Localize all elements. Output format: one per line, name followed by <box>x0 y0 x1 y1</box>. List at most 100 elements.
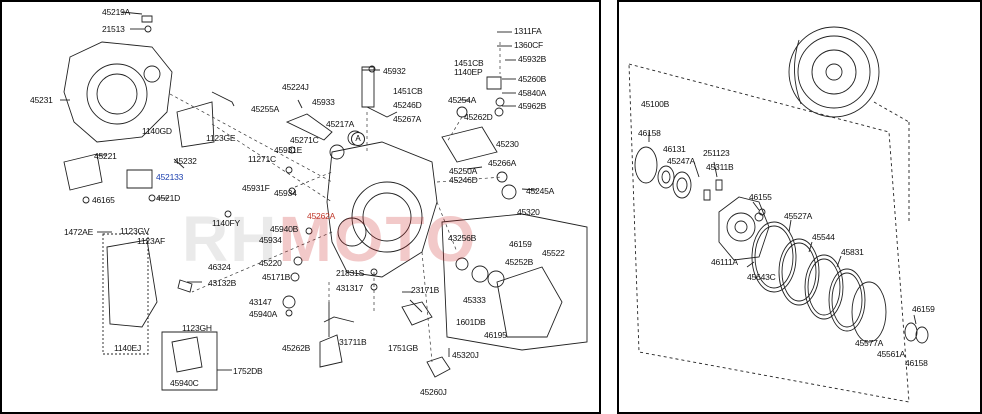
torque-converter-oil-pump-panel: 45100B 46158 46131 45247A 251123 45311B … <box>617 0 982 414</box>
label-46131: 46131 <box>663 144 686 154</box>
label-1123gv: 1123GV <box>120 226 150 236</box>
label-46159: 46159 <box>509 239 532 249</box>
label-46159-right: 46159 <box>912 304 935 314</box>
label-46111a: 46111A <box>711 257 738 267</box>
label-45230: 45230 <box>496 139 519 149</box>
label-23171b: 23171B <box>411 285 440 295</box>
label-11271c: 11271C <box>248 154 276 164</box>
label-46324: 46324 <box>208 262 231 272</box>
label-45933: 45933 <box>312 97 335 107</box>
label-45931e: 45931E <box>274 145 303 155</box>
label-31711b: 31711B <box>339 337 367 347</box>
label-45266a: 45266A <box>488 158 517 168</box>
label-45219a: 45219A <box>102 7 131 17</box>
pump-body-shape <box>718 196 770 261</box>
label-45232: 45232 <box>174 156 197 166</box>
oil-pan-shape <box>106 239 158 328</box>
label-45931f: 45931F <box>242 183 270 193</box>
label-1123gh: 1123GH <box>182 323 212 333</box>
label-452133: 452133 <box>156 172 184 182</box>
label-45940c: 45940C <box>170 378 199 388</box>
label-1140gd: 1140GD <box>142 126 172 136</box>
label-45932b: 45932B <box>518 54 547 64</box>
converter-housing-shape <box>63 41 173 143</box>
label-45231: 45231 <box>30 95 53 105</box>
label-45260j: 45260J <box>420 387 447 397</box>
label-1140ep: 1140EP <box>454 67 483 77</box>
watermark-part-2: MOTO <box>278 203 478 275</box>
transaxle-case-shape <box>326 141 438 278</box>
label-45271c: 45271C <box>290 135 319 145</box>
label-45311b: 45311B <box>706 162 734 172</box>
watermark-part-1: RH <box>182 203 279 275</box>
label-45262a: 45262A <box>307 211 336 221</box>
label-45262d: 45262D <box>464 112 493 122</box>
label-45260b: 45260B <box>518 74 547 84</box>
label-1472ae: 1472AE <box>64 227 94 237</box>
label-43147: 43147 <box>249 297 272 307</box>
label-45246d: 45246D <box>393 100 422 110</box>
label-45250a: 45250A <box>449 166 478 176</box>
label-45561a: 45561A <box>877 349 906 359</box>
label-46195: 46195 <box>484 330 507 340</box>
label-45262b: 45262B <box>282 343 311 353</box>
label-45320: 45320 <box>517 207 540 217</box>
label-1140fy: 1140FY <box>212 218 240 228</box>
label-21831s: 21831S <box>336 268 365 278</box>
label-21513: 21513 <box>102 24 125 34</box>
label-45267a: 45267A <box>393 114 422 124</box>
label-45522: 45522 <box>542 248 565 258</box>
cap-45219a-shape <box>141 15 153 23</box>
label-45246d-right: 45246D <box>449 175 478 185</box>
label-1752db: 1752DB <box>233 366 263 376</box>
label-45940b: 45940B <box>270 224 299 234</box>
filter-plate-shape <box>63 153 103 191</box>
label-45100b: 45100B <box>641 99 670 109</box>
label-1601db: 1601DB <box>456 317 486 327</box>
label-431317: 431317 <box>336 283 364 293</box>
label-45840a: 45840A <box>518 88 547 98</box>
label-45220: 45220 <box>259 258 282 268</box>
label-4521d: 4521D <box>156 193 181 203</box>
label-251123: 251123 <box>703 148 730 158</box>
label-45320j: 45320J <box>452 350 479 360</box>
label-1311fa: 1311FA <box>514 26 542 36</box>
label-1751gb: 1751GB <box>388 343 418 353</box>
label-45255a: 45255A <box>251 104 280 114</box>
label-45245a: 45245A <box>526 186 555 196</box>
label-45221: 45221 <box>94 151 117 161</box>
watermark: RHMOTO <box>182 202 477 276</box>
torque-converter-shape <box>788 26 880 118</box>
label-45577a: 45577A <box>855 338 884 348</box>
bolt-21513-shape <box>144 25 152 33</box>
label-46165: 46165 <box>92 195 115 205</box>
label-45544: 45544 <box>812 232 835 242</box>
callout-a: A <box>351 132 365 146</box>
label-45333: 45333 <box>463 295 486 305</box>
label-1451cb-right: 1451CB <box>454 58 484 68</box>
label-45932: 45932 <box>383 66 406 76</box>
pump-parts-drawing <box>628 26 929 403</box>
label-45224j: 45224J <box>282 82 309 92</box>
differential-box-shape <box>441 213 588 351</box>
label-1360cf: 1360CF <box>514 40 544 50</box>
label-1140ej: 1140EJ <box>114 343 141 353</box>
label-45940a: 45940A <box>249 309 278 319</box>
label-1123af: 1123AF <box>137 236 165 246</box>
label-45171b: 45171B <box>262 272 291 282</box>
label-46158-bottom: 46158 <box>905 358 928 368</box>
label-45247a: 45247A <box>667 156 696 166</box>
label-45252b: 45252B <box>505 257 534 267</box>
label-45254a: 45254A <box>448 95 477 105</box>
label-46158-top: 46158 <box>638 128 661 138</box>
transaxle-case-diagram-panel: RHMOTO A 45219A 21513 45231 1140GD 1123G… <box>0 0 601 414</box>
label-45934-upper: 45934 <box>274 188 297 198</box>
label-45831: 45831 <box>841 247 864 257</box>
ring-46158-shape <box>634 146 658 184</box>
label-45217a: 45217A <box>326 119 355 129</box>
label-45962b: 45962B <box>518 101 547 111</box>
label-43256b: 43256B <box>448 233 477 243</box>
label-1123ge: 1123GE <box>206 133 236 143</box>
label-46155: 46155 <box>749 192 772 202</box>
label-45643c: 45643C <box>747 272 776 282</box>
